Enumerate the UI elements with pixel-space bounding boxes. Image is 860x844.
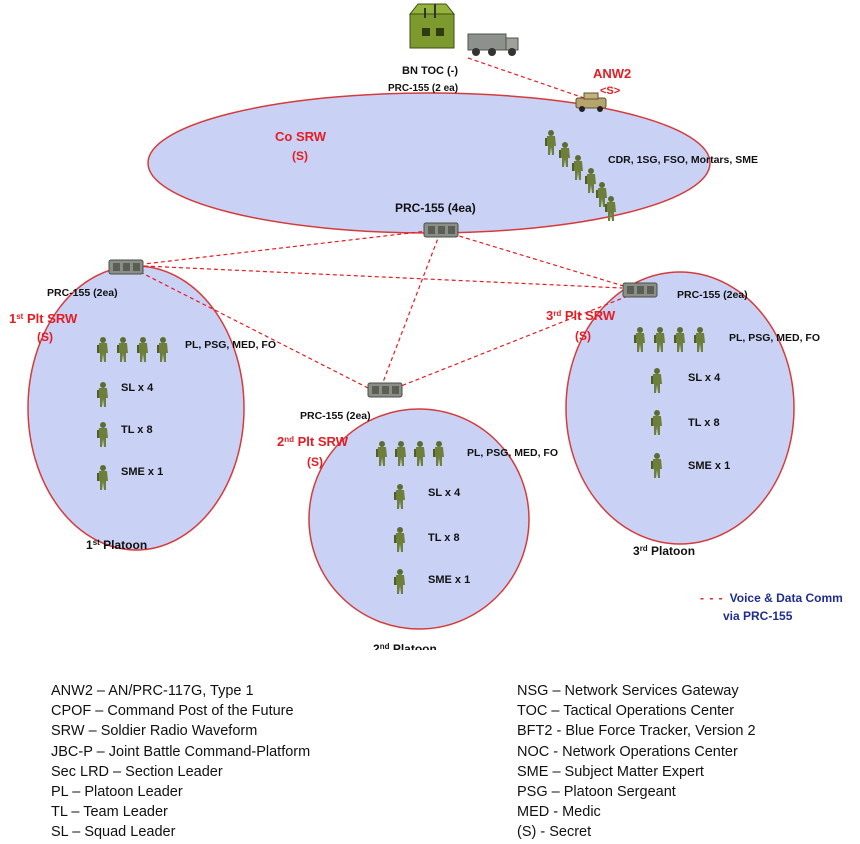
platoon-3-radio-icon [622,282,658,298]
company-classification: (S) [292,149,308,163]
glossary-item: PL – Platoon Leader [51,784,183,801]
toc-label: BN TOC (-) [402,65,458,77]
platoon-2-srw-title: 2nd Plt SRW [277,434,349,449]
tactical-operations-center-icon [408,3,456,49]
platoon-2-sme-label: SME x 1 [428,574,470,586]
network-diagram: BN TOC (-) PRC-155 (2 ea) ANW2 <S> Co SR… [9,3,820,651]
platoon-2-radio-label: PRC-155 (2ea) [300,410,371,422]
humvee-icon [575,92,607,112]
platoon-2-radio-icon [367,382,403,398]
link-toc-anw2 [467,57,591,101]
platoon-3-srw-title: 3rd Plt SRW [546,308,616,323]
platoon-2-leaders-label: PL, PSG, MED, FO [467,447,558,459]
glossary-item: Sec LRD – Section Leader [51,763,223,780]
company-roster: CDR, 1SG, FSO, Mortars, SME [608,154,758,166]
truck-icon [467,33,519,56]
platoon-3-radio-label: PRC-155 (2ea) [677,289,748,301]
glossary-item: TOC – Tactical Operations Center [517,703,735,720]
platoon-1-radio-label: PRC-155 (2ea) [47,287,118,299]
platoon-3-sme-label: SME x 1 [688,460,730,472]
voice-legend-line-2: via PRC-155 [723,609,793,623]
platoon-2-classification: (S) [307,455,323,469]
platoon-1-sme-label: SME x 1 [121,466,163,478]
platoon-2-ellipse [308,408,530,630]
glossary-right: NSG – Network Services Gateway TOC – Tac… [517,681,756,843]
glossary-left: ANW2 – AN/PRC-117G, Type 1 CPOF – Comman… [51,681,310,843]
glossary-item: NOC - Network Operations Center [517,743,738,760]
platoon-2-name: 2nd Platoon [373,642,437,651]
anw2-label: ANW2 [593,66,631,81]
glossary-item: SRW – Soldier Radio Waveform [51,723,258,740]
voice-legend-line-1: Voice & Data Comm [729,591,843,605]
platoon-3-classification: (S) [575,329,591,343]
platoon-1-tl-label: TL x 8 [121,424,153,436]
anw2-classification: <S> [600,85,620,97]
platoon-3-name: 3rd Platoon [633,544,695,559]
link-co-plt2 [379,232,441,391]
glossary-item: MED - Medic [517,804,601,821]
platoon-1-leaders-label: PL, PSG, MED, FO [185,339,276,351]
platoon-1-name: 1st Platoon [86,538,147,553]
platoon-1-sl-label: SL x 4 [121,382,154,394]
toc-radio-label: PRC-155 (2 ea) [388,83,458,94]
platoon-3-tl-label: TL x 8 [688,417,720,429]
glossary-item: (S) - Secret [517,824,592,841]
glossary-item: NSG – Network Services Gateway [517,683,739,699]
link-plt1-plt2 [139,271,373,391]
platoon-2-sl-label: SL x 4 [428,487,461,499]
glossary-item: CPOF – Command Post of the Future [51,703,294,720]
glossary-item: SME – Subject Matter Expert [517,763,704,780]
glossary-item: PSG – Platoon Sergeant [517,784,676,801]
company-srw-title: Co SRW [275,129,327,144]
platoon-1-radio-icon [108,259,144,275]
platoon-3-ellipse [565,271,795,545]
glossary-item: TL – Team Leader [51,804,168,821]
glossary-item: SL – Squad Leader [51,824,176,841]
voice-data-links [139,57,631,391]
platoon-1-classification: (S) [37,330,53,344]
glossary-item: JBC-P – Joint Battle Command-Platform [51,743,311,760]
link-co-plt3 [445,231,631,289]
platoon-3-leaders-label: PL, PSG, MED, FO [729,332,820,344]
glossary-item: BFT2 - Blue Force Tracker, Version 2 [517,723,756,740]
link-co-plt1 [143,229,437,265]
glossary-item: ANW2 – AN/PRC-117G, Type 1 [51,683,254,699]
dashed-line-icon: - - - [700,591,724,605]
platoon-1-srw-title: 1st Plt SRW [9,311,78,326]
company-radio-label: PRC-155 (4ea) [395,201,476,215]
platoon-3-sl-label: SL x 4 [688,372,721,384]
platoon-2-tl-label: TL x 8 [428,532,460,544]
voice-data-legend: - - - Voice & Data Comm via PRC-155 [700,589,843,625]
link-plt1-plt3 [143,265,623,289]
company-radio-icon [423,222,459,238]
